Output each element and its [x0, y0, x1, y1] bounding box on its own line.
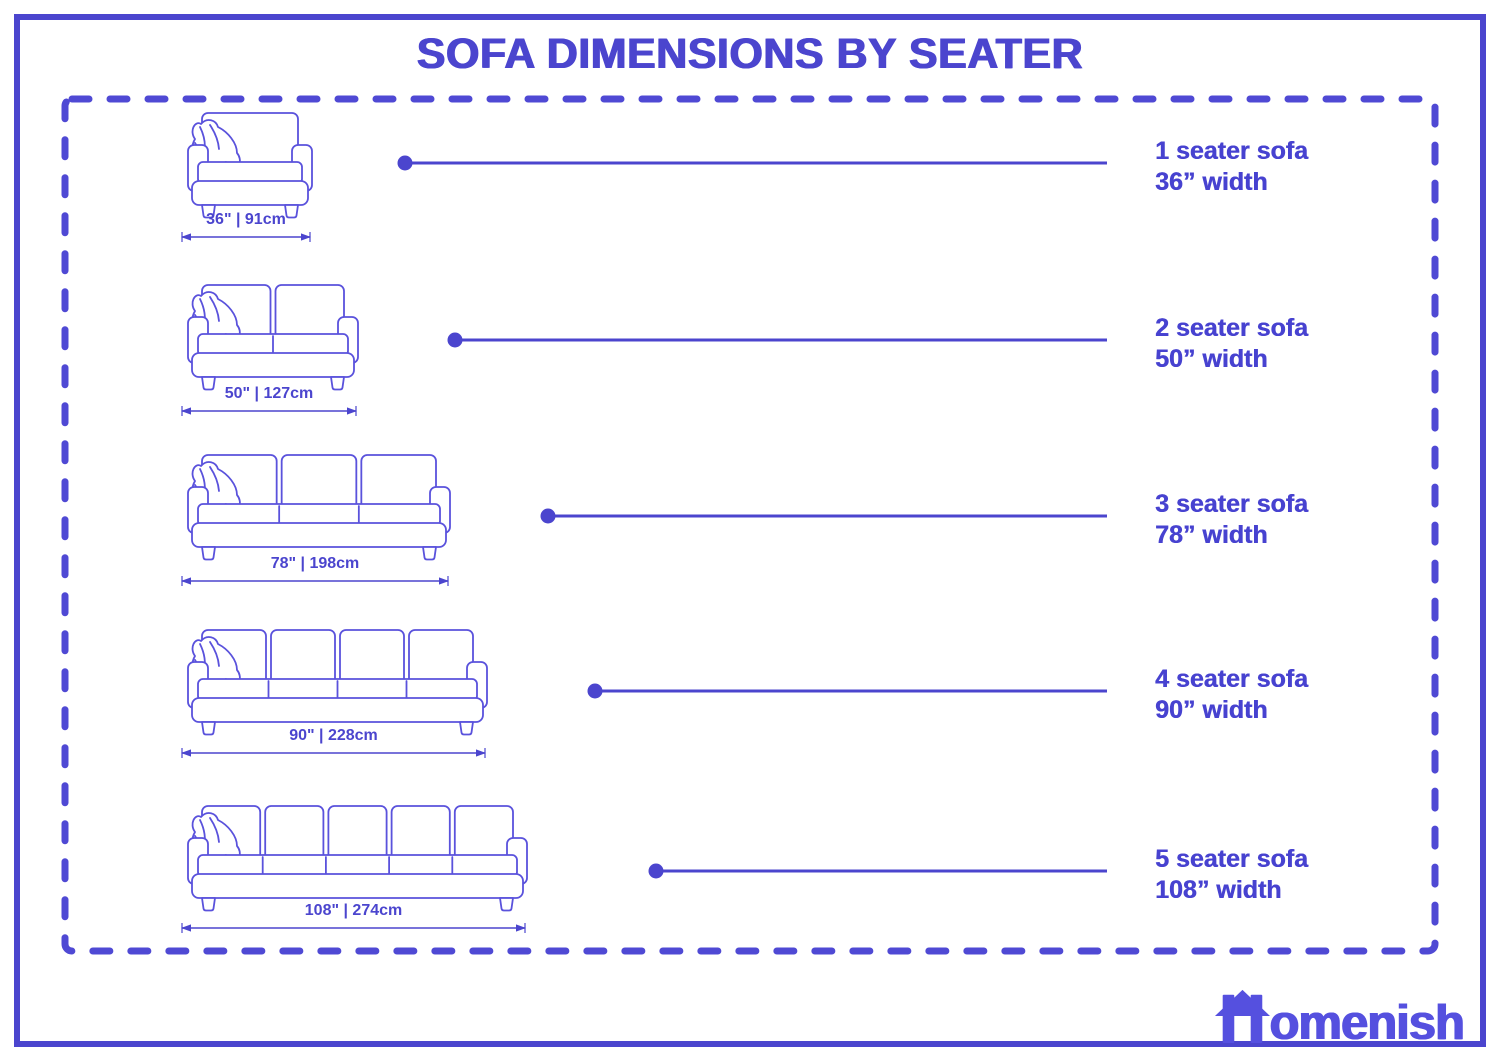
dimension-arrow [181, 748, 486, 758]
dimension-label: 108" | 274cm [304, 902, 403, 919]
seater-label: 3 seater sofa 78” width [1155, 489, 1308, 551]
dimension-arrow [181, 576, 449, 586]
seater-label-line2: 78” width [1155, 521, 1268, 549]
seater-label-line2: 108” width [1155, 876, 1282, 904]
seater-label-line1: 2 seater sofa [1155, 314, 1308, 342]
leader-line [648, 863, 1107, 879]
seater-label-line1: 3 seater sofa [1155, 490, 1308, 518]
dimension-label: 36" | 91cm [206, 211, 286, 228]
seater-label-line2: 36” width [1155, 168, 1268, 196]
house-h-icon [1214, 989, 1270, 1044]
dimension-arrow [181, 232, 311, 242]
outer-frame-border [14, 14, 1486, 1047]
brand-wordmark: omenish [1269, 995, 1465, 1050]
dimension-label: 50" | 127cm [224, 385, 314, 402]
leader-line [397, 155, 1107, 171]
sofa-illustration-2-seater [187, 284, 359, 391]
dashed-boundary [61, 95, 1439, 955]
seater-label-line2: 50” width [1155, 345, 1268, 373]
sofa-illustration-4-seater [187, 629, 488, 736]
dimension-arrow [181, 923, 526, 933]
brand-logo: omenish [1214, 987, 1465, 1050]
dimension-arrow [181, 406, 357, 416]
leader-line [587, 683, 1107, 699]
seater-label-line1: 5 seater sofa [1155, 845, 1308, 873]
seater-label-line1: 1 seater sofa [1155, 137, 1308, 165]
seater-label: 1 seater sofa 36” width [1155, 136, 1308, 198]
seater-label-line1: 4 seater sofa [1155, 665, 1308, 693]
sofa-illustration-3-seater [187, 454, 451, 561]
leader-line [540, 508, 1107, 524]
dimension-label: 78" | 198cm [270, 555, 360, 572]
leader-line [447, 332, 1107, 348]
seater-label: 4 seater sofa 90” width [1155, 664, 1308, 726]
dimension-label: 90" | 228cm [289, 727, 378, 744]
sofa-illustration-5-seater [187, 805, 528, 912]
page-title: SOFA DIMENSIONS BY SEATER [416, 30, 1084, 78]
seater-label-line2: 90” width [1155, 696, 1268, 724]
seater-label: 2 seater sofa 50” width [1155, 313, 1308, 375]
seater-label: 5 seater sofa 108” width [1155, 844, 1308, 906]
sofa-illustration-1-seater [187, 112, 313, 219]
